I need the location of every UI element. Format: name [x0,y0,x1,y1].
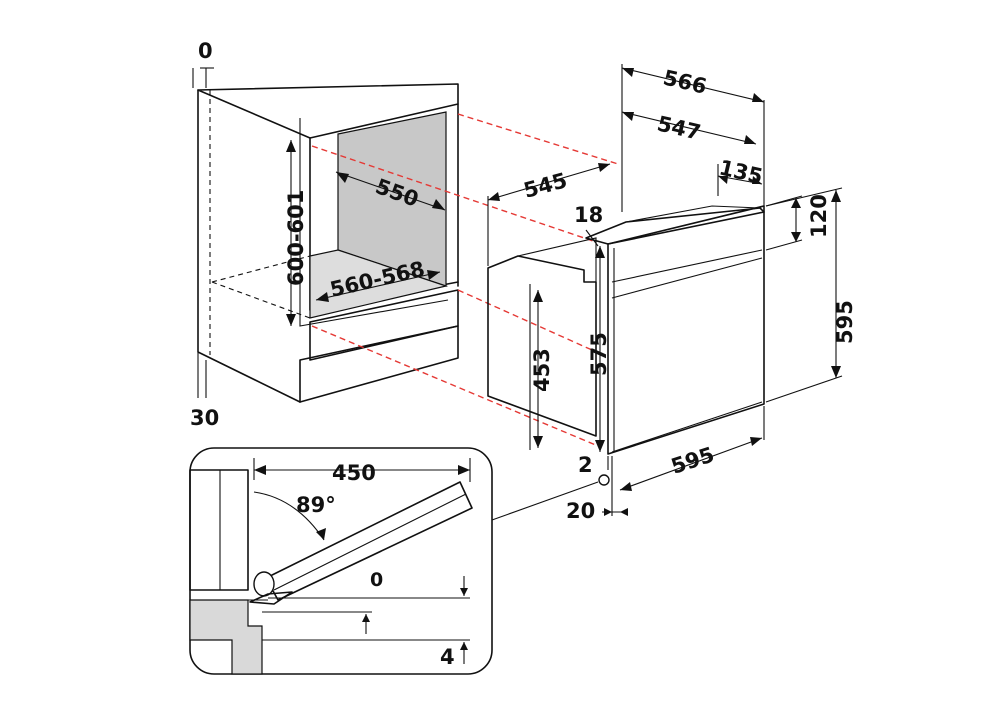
niche-height-arrow-bottom [286,314,296,326]
door-bottom-lip [249,591,293,605]
offset-arrow-left [604,508,612,516]
body-depth-label: 545 [521,168,570,203]
cabinet [197,83,459,403]
oven-dimensions: 566 547 135 545 18 120 595 453 [487,64,857,523]
panel-height-label: 120 [807,194,831,238]
oven-door-top-edge [611,257,763,299]
niche-width-arrow-right [427,270,440,280]
top-clearance-label: 0 [198,39,213,63]
bottom-clearance-label: 30 [190,406,219,430]
body-depth-arrow-right [598,163,610,172]
oven-top-back [625,205,761,223]
niche-height-arrow-top [286,140,296,152]
door-height-arrow-bottom [595,440,605,452]
depth-135-arrow-left [718,176,728,184]
gap-bottom-arrow [460,642,468,650]
niche-floor [309,249,449,319]
body-depth-line [487,163,611,201]
niche-depth-line [335,171,446,211]
body-height-label: 453 [530,348,554,392]
depth-566-arrow-right [752,93,764,102]
niche-width-line [315,271,441,301]
niche-height-label: 600-601 [284,190,308,286]
front-height-arrow-top [831,190,841,202]
offset-label: 20 [566,499,595,523]
front-height-extent-top [765,187,843,207]
depth-566-arrow-left [622,68,634,77]
door-height-label: 575 [587,332,611,376]
body-height-arrow-top [533,290,543,302]
cabinet-side-panel-lines [299,118,449,327]
panel-height-extent-bottom [765,239,803,251]
worktop-section [189,469,249,591]
depth-547-arrow-left [622,112,634,121]
front-width-arrow-right [750,437,762,446]
detail-callout-marker [598,474,610,486]
oven [487,205,765,455]
front-width-arrow-left [620,482,632,491]
offset-arrow-right [620,508,628,516]
depth-135-label: 135 [717,155,765,188]
reach-arrow-right [458,465,470,475]
depth-547-arrow-right [744,135,756,144]
oven-body [487,255,597,437]
front-height-extent-bottom [765,375,843,403]
depth-135-arrow-right [752,176,762,184]
door-inner-edge [273,493,467,591]
panel-height-arrow-bottom [791,232,801,242]
guide-line-top [457,113,619,165]
gap-top-label: 0 [370,569,383,591]
guide-lines [311,113,619,447]
cabinet-floor-dash-2 [211,281,311,319]
panel-thickness-label: 18 [574,203,603,227]
panel-thickness-leader [585,229,599,247]
gap-label: 2 [578,453,593,477]
door-panel [265,481,473,601]
reach-arrow-left [254,465,266,475]
depth-547-label: 547 [655,111,703,144]
front-width-label: 595 [668,442,717,478]
door-hinge [253,571,275,597]
body-height-arrow-bottom [533,436,543,448]
gap-bottom-label: 4 [440,645,455,669]
front-height-label: 595 [833,300,857,344]
oven-door-bottom-edge [611,401,763,453]
gap-top-arrow [460,588,468,596]
niche-depth-arrow-right [432,199,445,210]
niche-width-arrow-left [316,292,329,302]
front-height-arrow-bottom [831,366,841,378]
body-depth-arrow-left [488,192,500,201]
oven-body-top [517,237,597,282]
cabinet-floor-dash-1 [211,255,311,283]
angle-arrow [316,528,326,540]
front-width-line [619,437,763,491]
door-height-arrow-top [595,246,605,258]
reach-label: 450 [332,461,376,485]
plinth-hatch [189,599,263,675]
guide-line-mid [457,289,593,351]
guide-line-lower [311,325,599,447]
oven-top-strip [585,207,765,245]
depth-566-line [621,67,765,103]
niche-depth-arrow-left [336,172,349,183]
detail-callout-leader [491,481,599,521]
gap-top-arrow-2 [362,614,370,622]
angle-label: 89° [296,493,336,517]
depth-547-line [621,111,757,145]
detail-inset: 450 89° 0 4 [189,447,493,675]
oven-front [607,205,765,455]
panel-height-arrow-top [791,198,801,208]
depth-566-label: 566 [661,65,709,98]
oven-control-panel-divider [611,249,763,283]
base-block [299,325,459,403]
